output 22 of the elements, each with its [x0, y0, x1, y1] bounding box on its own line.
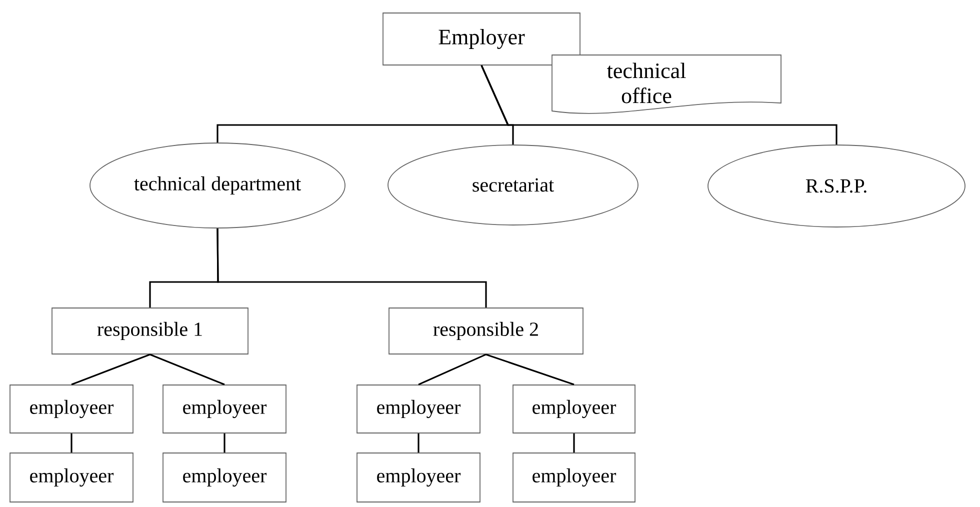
connector-line [573, 433, 575, 453]
connector-line [70, 433, 72, 453]
org-box: responsible 2 [388, 308, 584, 354]
connector-line [150, 354, 225, 386]
org-box: employeer [10, 384, 134, 434]
connector-line [216, 228, 487, 308]
connector-line [418, 354, 486, 386]
connector-line [480, 65, 838, 145]
connector-line [418, 433, 420, 453]
connector-line [71, 354, 150, 386]
org-box: employeer [10, 452, 134, 502]
org-box: employeer [356, 452, 480, 502]
org-box: employeer [162, 384, 286, 434]
org-box: Employer [382, 12, 580, 66]
org-box: responsible 1 [52, 308, 248, 354]
connector-line [224, 433, 226, 453]
org-box: employeer [512, 452, 636, 502]
org-box: employeer [512, 384, 636, 434]
org-box: employeer [162, 452, 286, 502]
document-box: technical office [552, 54, 782, 114]
org-box: employeer [356, 384, 480, 434]
connector-line [486, 354, 574, 386]
